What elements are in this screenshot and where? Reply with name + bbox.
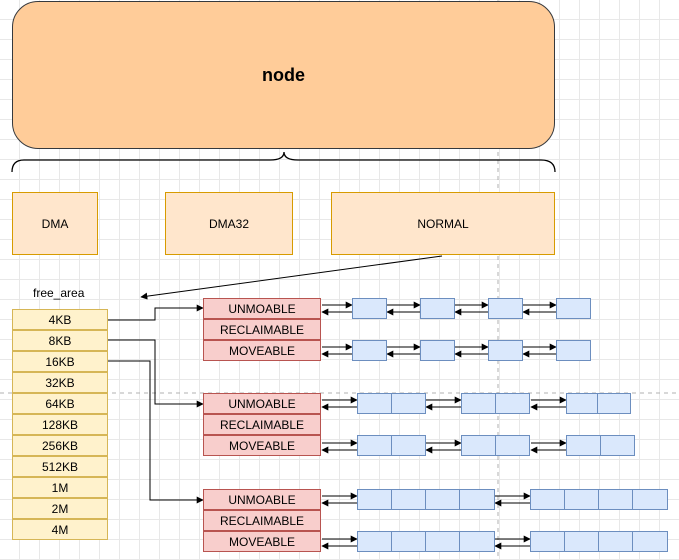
migrate-label: RECLAIMABLE (219, 417, 305, 432)
page-block (632, 531, 668, 552)
page-block (564, 531, 599, 552)
page-block (425, 489, 460, 510)
free-area-order: 2M (12, 498, 108, 519)
free-area-order: 8KB (12, 330, 108, 351)
zone-normal-label: NORMAL (417, 216, 469, 231)
order-label: 256KB (41, 438, 79, 453)
order-4kb-arrow (108, 304, 204, 321)
free-area-order: 16KB (12, 351, 108, 372)
page-block (420, 340, 455, 361)
page-block (632, 489, 668, 510)
free-area-title: free_area (33, 286, 85, 300)
page-block (564, 489, 599, 510)
zone-normal: NORMAL (331, 192, 555, 255)
node-label: node (262, 64, 305, 85)
free-area-order: 32KB (12, 372, 108, 393)
migrate-type-unmovable: UNMOABLE (203, 489, 321, 510)
migrate-label: MOVEABLE (228, 343, 296, 358)
page-block (598, 489, 633, 510)
page-block (420, 298, 455, 319)
page-block (598, 531, 633, 552)
free-area-order: 4KB (12, 309, 108, 330)
free-area-order: 512KB (12, 456, 108, 477)
page-block (352, 298, 387, 319)
page-block (391, 489, 426, 510)
zone-brace (11, 151, 556, 173)
free-area-order: 256KB (12, 435, 108, 456)
migrate-type-movable: MOVEABLE (203, 340, 321, 361)
page-block (556, 298, 591, 319)
page-block (391, 531, 426, 552)
migrate-label: UNMOABLE (228, 301, 296, 316)
migrate-type-unmovable: UNMOABLE (203, 298, 321, 319)
page-block (425, 531, 460, 552)
group-1-links (321, 301, 557, 358)
migrate-type-reclaimable: RECLAIMABLE (203, 510, 321, 531)
migrate-type-movable: MOVEABLE (203, 435, 321, 456)
page-block (597, 393, 631, 414)
order-8kb-arrow (108, 339, 204, 408)
page-block (566, 435, 601, 456)
page-block (600, 435, 635, 456)
migrate-label: RECLAIMABLE (219, 513, 305, 528)
page-block (461, 393, 496, 414)
zone-dma32: DMA32 (165, 192, 293, 255)
order-16kb-arrow (108, 360, 204, 504)
migrate-label: UNMOABLE (228, 396, 296, 411)
migrate-label: UNMOABLE (228, 492, 296, 507)
migrate-label: MOVEABLE (228, 534, 296, 549)
migrate-type-reclaimable: RECLAIMABLE (203, 414, 321, 435)
page-block (357, 393, 392, 414)
migrate-label: MOVEABLE (228, 438, 296, 453)
order-label: 16KB (45, 354, 75, 369)
order-label: 32KB (45, 375, 75, 390)
migrate-label: RECLAIMABLE (219, 322, 305, 337)
page-block (357, 489, 392, 510)
order-label: 8KB (48, 333, 72, 348)
zone-dma32-label: DMA32 (208, 216, 249, 231)
order-label: 4M (51, 522, 69, 537)
free-area-order: 128KB (12, 414, 108, 435)
page-block (459, 531, 495, 552)
order-label: 64KB (45, 396, 75, 411)
page-block (352, 340, 387, 361)
group-3-links (321, 492, 531, 550)
order-label: 1M (51, 480, 69, 495)
page-block (357, 531, 392, 552)
order-label: 2M (51, 501, 69, 516)
page-block (530, 531, 565, 552)
page-block (459, 489, 495, 510)
zone-dma-label: DMA (41, 216, 69, 231)
page-block (461, 435, 496, 456)
page-block (391, 393, 426, 414)
page-block (391, 435, 426, 456)
page-block (488, 298, 523, 319)
group-2-links (321, 396, 567, 454)
migrate-type-movable: MOVEABLE (203, 531, 321, 552)
free-area-order: 64KB (12, 393, 108, 414)
free-area-order: 1M (12, 477, 108, 498)
page-block (357, 435, 392, 456)
page-block (495, 435, 530, 456)
normal-to-free-area-arrow (140, 255, 443, 300)
page-block (488, 340, 523, 361)
node-box: node (12, 1, 555, 149)
page-block (566, 393, 598, 414)
zone-dma: DMA (12, 192, 98, 255)
migrate-type-reclaimable: RECLAIMABLE (203, 319, 321, 340)
page-block (530, 489, 565, 510)
page-block (495, 393, 530, 414)
order-label: 128KB (41, 417, 79, 432)
free-area-order: 4M (12, 519, 108, 540)
page-block (556, 340, 591, 361)
order-label: 512KB (41, 459, 79, 474)
order-label: 4KB (48, 312, 72, 327)
migrate-type-unmovable: UNMOABLE (203, 393, 321, 414)
